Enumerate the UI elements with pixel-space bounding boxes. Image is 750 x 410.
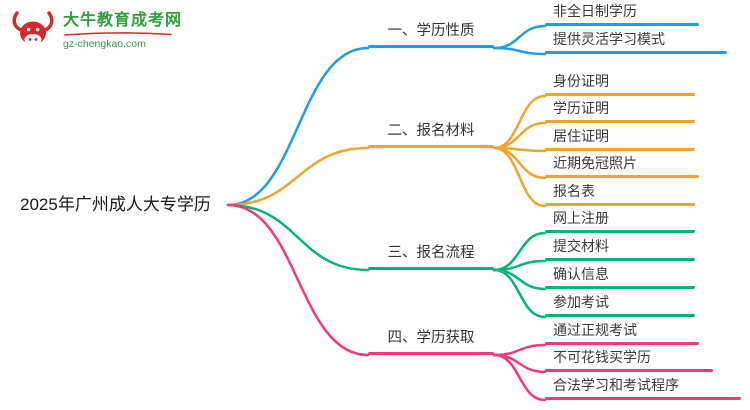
branch-node-4: 四、学历获取 [368,329,494,355]
leaf-node: 不可花钱买学历 [545,348,713,372]
logo-url: gz-chengkao.com [63,37,146,50]
logo-title: 大牛教育成考网 [63,12,183,30]
branch-underline [368,145,494,148]
leaf-node: 非全日制学历 [545,2,699,26]
leaf-underline [545,342,699,345]
leaf-node: 参加考试 [545,293,695,317]
leaf-underline [545,230,695,233]
leaf-label: 参加考试 [553,294,609,310]
site-logo: 大牛教育成考网 gz-chengkao.com [10,8,182,54]
leaf-node: 学历证明 [545,99,695,123]
branch-underline [368,352,494,355]
connector-root-branch4 [226,203,370,357]
leaf-underline [545,286,695,289]
leaf-underline [545,203,695,206]
connector-leaf [492,146,547,180]
leaf-underline [545,120,695,123]
branch-underline [368,267,494,270]
leaf-node: 近期免冠照片 [545,154,699,178]
leaf-underline [545,148,695,151]
branch-label: 二、报名材料 [387,123,475,139]
leaf-node: 网上注册 [545,209,695,233]
leaf-label: 不可花钱买学历 [553,349,651,365]
branch-label: 三、报名流程 [387,245,475,261]
connector-leaf [492,94,547,150]
leaf-label: 居住证明 [553,128,609,144]
leaf-label: 非全日制学历 [553,3,637,19]
leaf-label: 提交材料 [553,238,609,254]
connector-leaf [492,259,547,272]
connector-leaf [492,353,547,402]
branch-underline [368,45,494,48]
leaf-node: 报名表 [545,182,695,206]
leaf-underline [545,397,741,400]
leaf-label: 网上注册 [553,210,609,226]
leaf-node: 居住证明 [545,127,695,151]
leaf-node: 提交材料 [545,237,695,261]
leaf-label: 提供灵活学习模式 [553,31,665,47]
leaf-label: 近期免冠照片 [553,155,637,171]
logo-underline-swoosh [64,31,172,36]
branch-label: 四、学历获取 [387,330,475,346]
branch-label: 一、学历性质 [387,23,475,39]
connector-leaf [492,24,547,50]
root-node: 2025年广州成人大专学历 [20,195,211,214]
connector-leaf [492,121,547,150]
leaf-label: 确认信息 [553,266,609,282]
branch-node-2: 二、报名材料 [368,122,494,148]
leaf-label: 学历证明 [553,100,609,116]
leaf-underline [545,258,695,261]
leaf-underline [545,175,699,178]
leaf-node: 提供灵活学习模式 [545,30,727,54]
leaf-node: 合法学习和考试程序 [545,376,741,400]
connector-leaf [492,146,547,208]
connector-root-branch1 [226,46,370,207]
connector-leaf [492,343,547,357]
bull-icon [12,11,54,45]
leaf-node: 身份证明 [545,72,695,96]
leaf-label: 身份证明 [553,73,609,89]
leaf-underline [545,51,727,54]
logo-text-block: 大牛教育成考网 gz-chengkao.com [63,12,182,49]
leaf-underline [545,314,695,317]
leaf-node: 通过正规考试 [545,321,699,345]
branch-node-1: 一、学历性质 [368,22,494,48]
connector-root-branch3 [226,203,370,272]
leaf-label: 通过正规考试 [553,322,637,338]
connector-leaf [492,268,547,319]
connector-root-branch2 [226,146,370,207]
branch-node-3: 三、报名流程 [368,244,494,270]
connector-leaf [492,46,547,56]
leaf-underline [545,23,699,26]
leaf-label: 合法学习和考试程序 [553,377,679,393]
leaf-label: 报名表 [553,183,595,199]
leaf-underline [545,369,713,372]
leaf-underline [545,93,695,96]
leaf-node: 确认信息 [545,265,695,289]
